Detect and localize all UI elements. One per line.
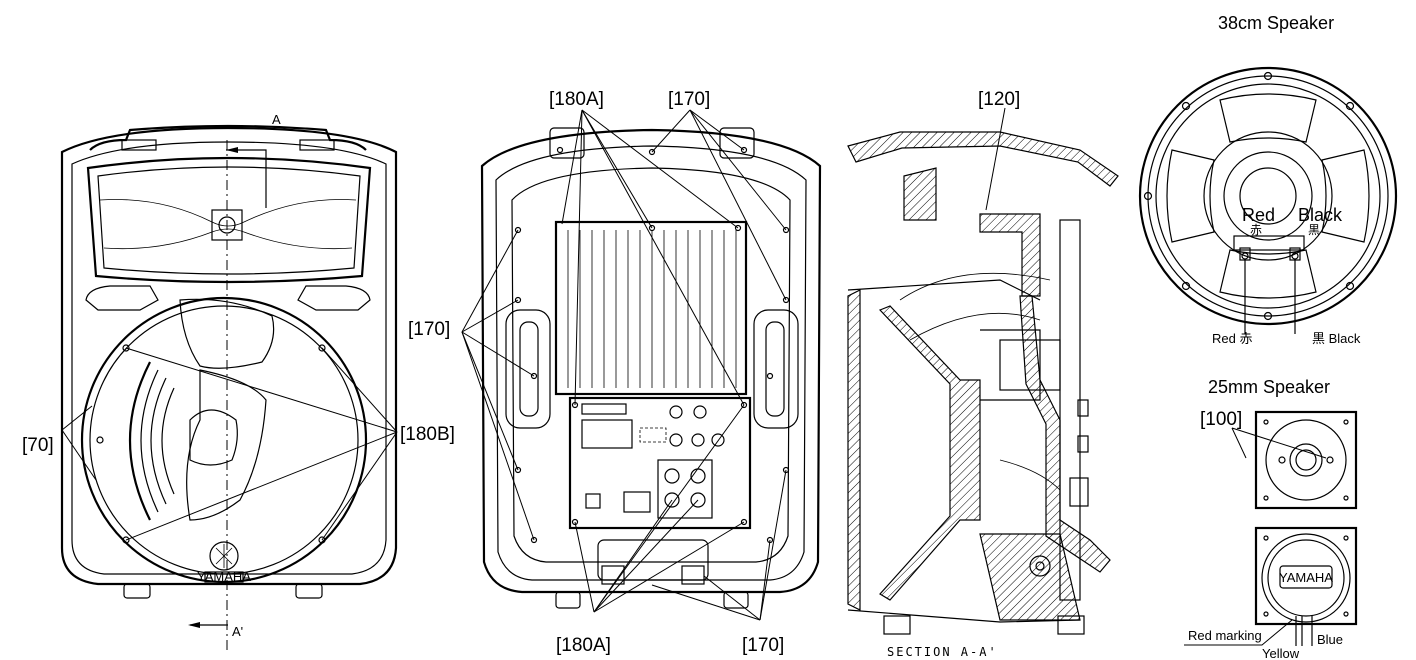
tweeter-back bbox=[1254, 526, 1358, 626]
front-cabinet-inner bbox=[71, 141, 387, 575]
rear-cabinet-outline bbox=[480, 128, 822, 594]
amp-heatsink bbox=[554, 220, 748, 396]
section-top-wall bbox=[847, 131, 1119, 187]
part-label-120: [120] bbox=[978, 89, 1020, 110]
amp-control-panel bbox=[568, 396, 752, 530]
part-label-180b: [180B] bbox=[400, 424, 455, 445]
woofer-ring bbox=[80, 296, 368, 584]
blue-wire-label: Blue bbox=[1317, 632, 1343, 647]
section-woofer-cone bbox=[878, 305, 981, 601]
red-marking-label: Red marking bbox=[1188, 628, 1262, 643]
part-label-170-left: [170] bbox=[408, 319, 450, 340]
section-caption: SECTION A-A' bbox=[887, 645, 998, 659]
part-label-170-top: [170] bbox=[668, 89, 710, 110]
horn-outline bbox=[86, 156, 372, 284]
part-label-180a-bottom: [180A] bbox=[556, 635, 611, 656]
front-cabinet-outline bbox=[60, 126, 398, 586]
section-marker-a-prime: A' bbox=[232, 624, 243, 639]
speaker-25-title: 25mm Speaker bbox=[1208, 377, 1330, 397]
front-view: YAMAHA A A' [70] [180B] bbox=[22, 112, 455, 650]
part-label-70: [70] bbox=[22, 435, 54, 456]
section-rear-wall bbox=[1019, 295, 1111, 573]
lead-red-label: Red 赤 bbox=[1212, 331, 1252, 346]
tweeter-badge: YAMAHA bbox=[1279, 570, 1333, 585]
terminal-red-label-jp: 赤 bbox=[1250, 223, 1262, 237]
section-view: [120] SECTION A-A' bbox=[847, 89, 1119, 659]
yellow-wire-label: Yellow bbox=[1262, 646, 1300, 660]
speaker-38cm: 38cm Speaker Red 赤 Black 黒 Red 赤 黒 Black bbox=[1138, 13, 1398, 346]
speaker-25mm: 25mm Speaker [100] YAMAHA Red marking Ye… bbox=[1184, 377, 1358, 660]
woofer-frame bbox=[1138, 66, 1398, 326]
terminal-black-label: Black bbox=[1298, 205, 1343, 225]
logo-text: YAMAHA bbox=[197, 569, 251, 584]
part-label-100: [100] bbox=[1200, 409, 1242, 430]
rear-view: [180A] [170] [170] [180A] [170] bbox=[408, 89, 822, 656]
part-label-170-bottom: [170] bbox=[742, 635, 784, 656]
tweeter-front bbox=[1254, 410, 1358, 510]
speaker-38-title: 38cm Speaker bbox=[1218, 13, 1334, 33]
yamaha-logo-icon bbox=[209, 541, 239, 571]
lead-black-label: 黒 Black bbox=[1312, 331, 1361, 346]
terminal-black-label-jp: 黒 bbox=[1308, 223, 1320, 237]
part-label-180a-top: [180A] bbox=[549, 89, 604, 110]
section-marker-a: A bbox=[272, 112, 281, 127]
terminal-red-label: Red bbox=[1242, 205, 1275, 225]
